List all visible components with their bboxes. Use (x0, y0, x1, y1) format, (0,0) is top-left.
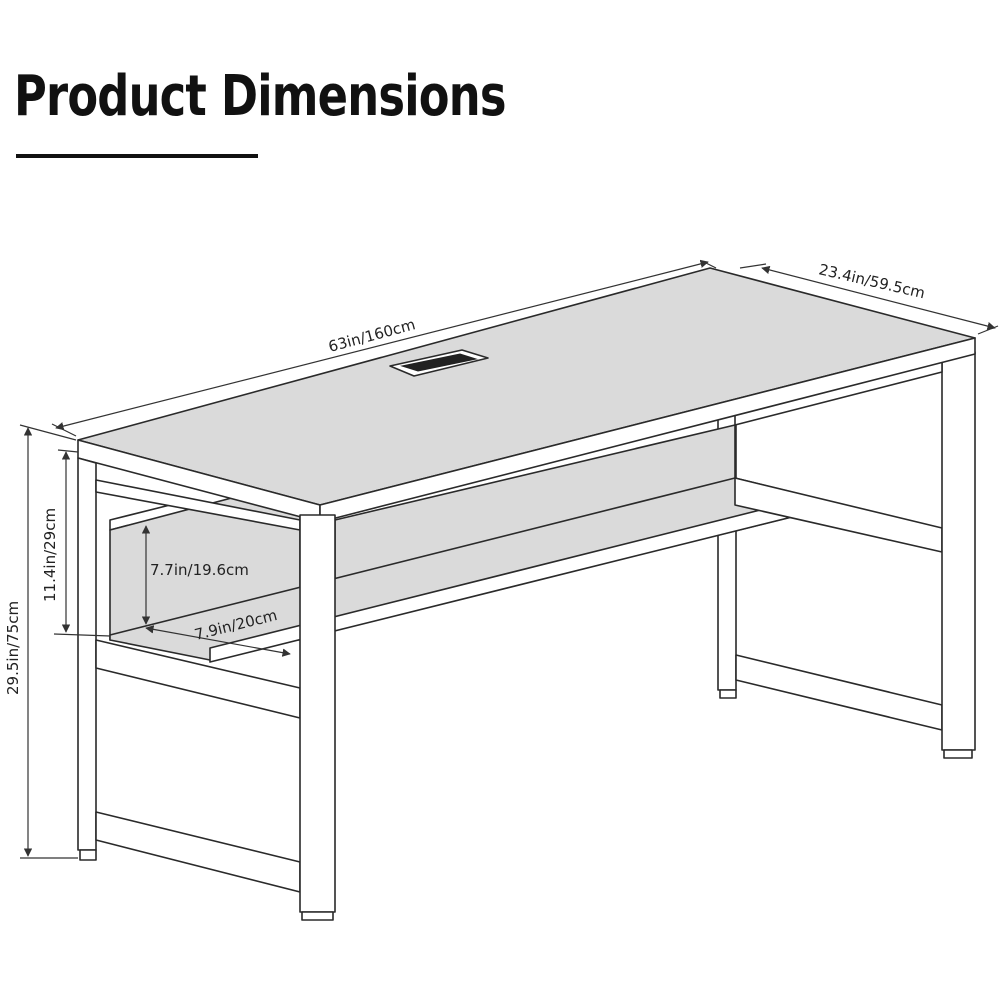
total-height-dimension: 29.5in/75cm (4, 424, 78, 859)
shelf-to-top-label: 11.4in/29cm (41, 508, 59, 602)
length-label: 63in/160cm (326, 315, 417, 356)
total-height-label: 29.5in/75cm (4, 601, 22, 695)
title-underline (16, 154, 258, 158)
right-side-frame (734, 351, 976, 759)
page-title: Product Dimensions (14, 64, 506, 129)
shelf-clearance-dimension: 7.7in/19.6cm (141, 525, 249, 625)
shelf-to-top-dimension: 11.4in/29cm (41, 449, 111, 637)
left-side-frame (77, 457, 301, 893)
front-left-leg (299, 514, 336, 921)
shelf-clearance-label: 7.7in/19.6cm (150, 561, 249, 579)
